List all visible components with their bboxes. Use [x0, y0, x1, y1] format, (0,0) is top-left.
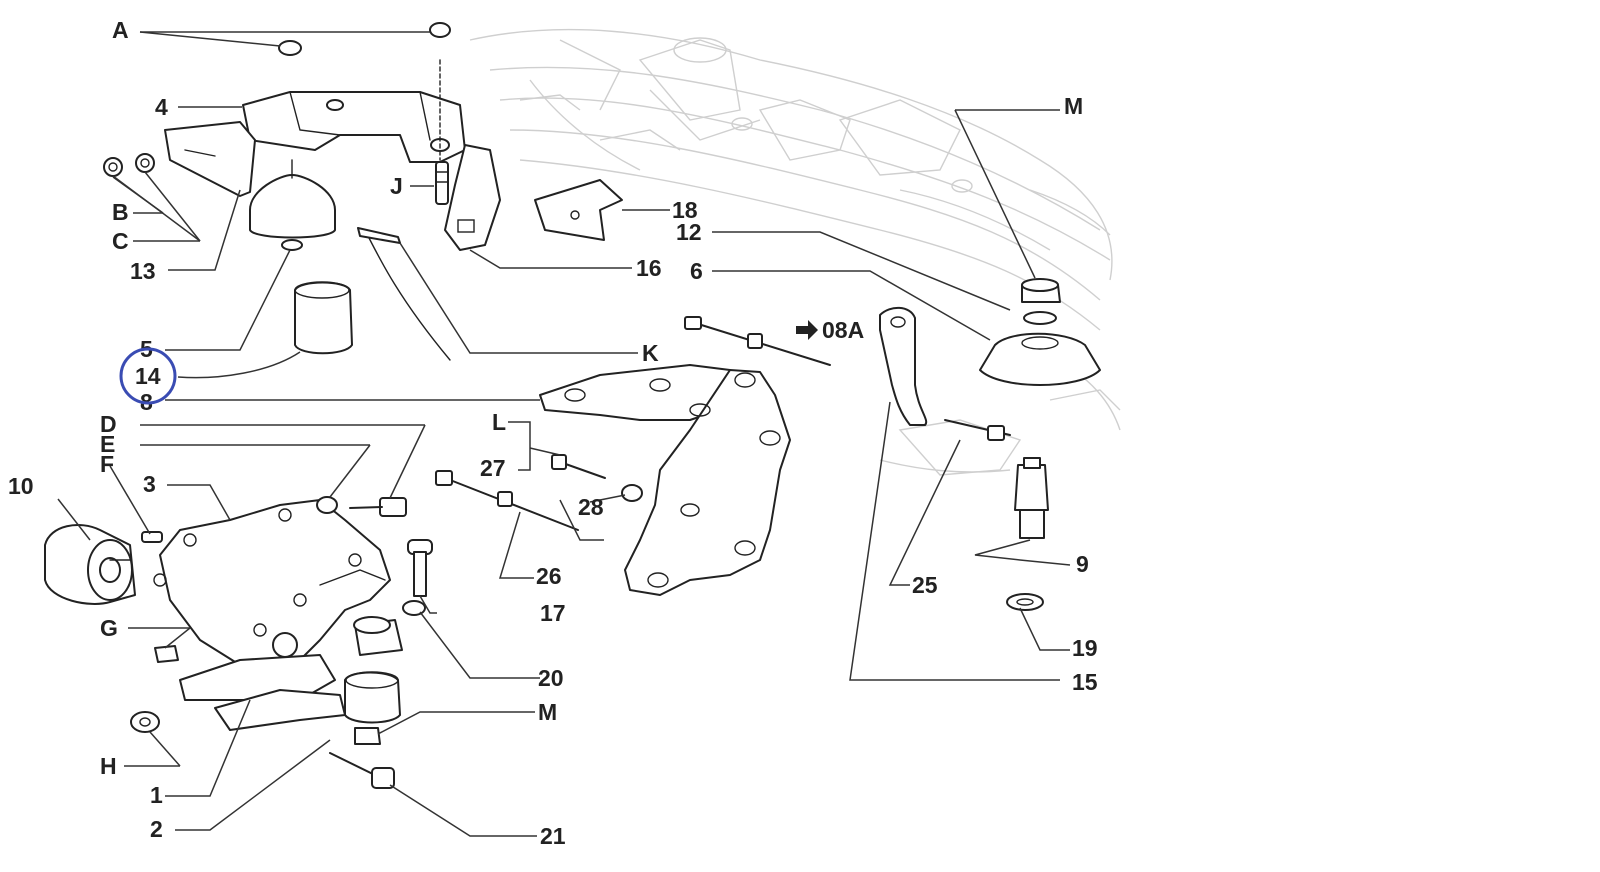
bolt-08a: [684, 316, 831, 366]
label-j: J: [390, 173, 403, 199]
label-d: D: [100, 411, 117, 437]
label-26: 26: [536, 563, 562, 589]
part-17-bolt: [407, 539, 433, 597]
part-3-mount-plate: [153, 499, 391, 671]
part-5-rubber-mount: [249, 159, 336, 251]
nut-a-1: [278, 40, 302, 56]
label-9: 9: [1076, 551, 1089, 577]
part-16-bracket: [444, 144, 501, 251]
label-19: 19: [1072, 635, 1098, 661]
arrow-right-icon: [796, 320, 818, 340]
stud-bolt-j: [435, 161, 449, 205]
silent-block: [353, 616, 403, 656]
washer-c: [135, 153, 155, 173]
label-25: 25: [912, 572, 938, 598]
part-9-stud: [1014, 457, 1049, 539]
part-20-washer: [402, 600, 426, 616]
engine-background-outline: [469, 28, 1121, 476]
label-13: 13: [130, 258, 156, 284]
part-25-bolt: [944, 419, 1011, 441]
label-6: 6: [690, 258, 703, 284]
part-18-u-clip: [534, 179, 623, 241]
washer-h: [130, 711, 160, 733]
label-f: F: [100, 451, 114, 477]
label-g: G: [100, 615, 118, 641]
label-17: 17: [540, 600, 566, 626]
label-15: 15: [1072, 669, 1098, 695]
label-k: K: [642, 340, 659, 366]
label-e: E: [100, 431, 115, 457]
part-26-long-bolt: [435, 470, 579, 531]
washer-e: [316, 496, 338, 514]
label-l: L: [492, 409, 506, 435]
label-1: 1: [150, 782, 163, 808]
parts-diagram: A 4 B C 13 5 14 8 D E F 10 3 G H 1 2 21 …: [8, 17, 1121, 849]
part-6-engine-mount: [979, 332, 1101, 386]
label-20: 20: [538, 665, 564, 691]
label-m-top: M: [1064, 93, 1083, 119]
part-8-main-bracket: [539, 364, 791, 596]
part-14-rubber-block: [294, 281, 353, 355]
part-13-plate: [164, 121, 256, 197]
label-h: H: [100, 753, 117, 779]
part-15-strap: [879, 306, 928, 426]
exploded-view-drawing: A 4 B C 13 5 14 8 D E F 10 3 G H 1 2 21 …: [8, 17, 1121, 849]
label-21: 21: [540, 823, 566, 849]
part-4-top-bracket: [242, 91, 466, 163]
label-2: 2: [150, 816, 163, 842]
label-08a: 08A: [822, 317, 864, 343]
part-k-cable: [357, 227, 451, 361]
label-c: C: [112, 228, 129, 254]
part-27-bolt: [551, 454, 606, 479]
label-4: 4: [155, 94, 168, 120]
label-27: 27: [480, 455, 506, 481]
label-12: 12: [676, 219, 702, 245]
nut-g: [154, 645, 179, 663]
part-1-lower-bracket: [179, 654, 336, 701]
label-a: A: [112, 17, 129, 43]
label-18: 18: [672, 197, 698, 223]
label-3: 3: [143, 471, 156, 497]
part-10-bushing: [44, 524, 136, 605]
label-b: B: [112, 199, 129, 225]
nut-b: [103, 157, 123, 177]
part-21-bolt: [329, 752, 395, 789]
part-19-washer: [1006, 593, 1044, 611]
label-14: 14: [135, 363, 161, 389]
nut-a-2: [429, 22, 451, 38]
label-16: 16: [636, 255, 662, 281]
label-10: 10: [8, 473, 34, 499]
nut-m-top: [1021, 278, 1061, 325]
callout-labels: A 4 B C 13 5 14 8 D E F 10 3 G H 1 2 21 …: [8, 17, 1098, 849]
pin-f: [141, 531, 163, 543]
highlight-circle-14: [119, 347, 177, 405]
label-m-bottom: M: [538, 699, 557, 725]
leader-lines: [57, 31, 1071, 837]
bolt-d: [349, 497, 407, 517]
label-28: 28: [578, 494, 604, 520]
lower-rubber-block: [344, 671, 401, 724]
nut-m-bottom: [354, 727, 381, 745]
part-28-washer: [621, 484, 643, 502]
